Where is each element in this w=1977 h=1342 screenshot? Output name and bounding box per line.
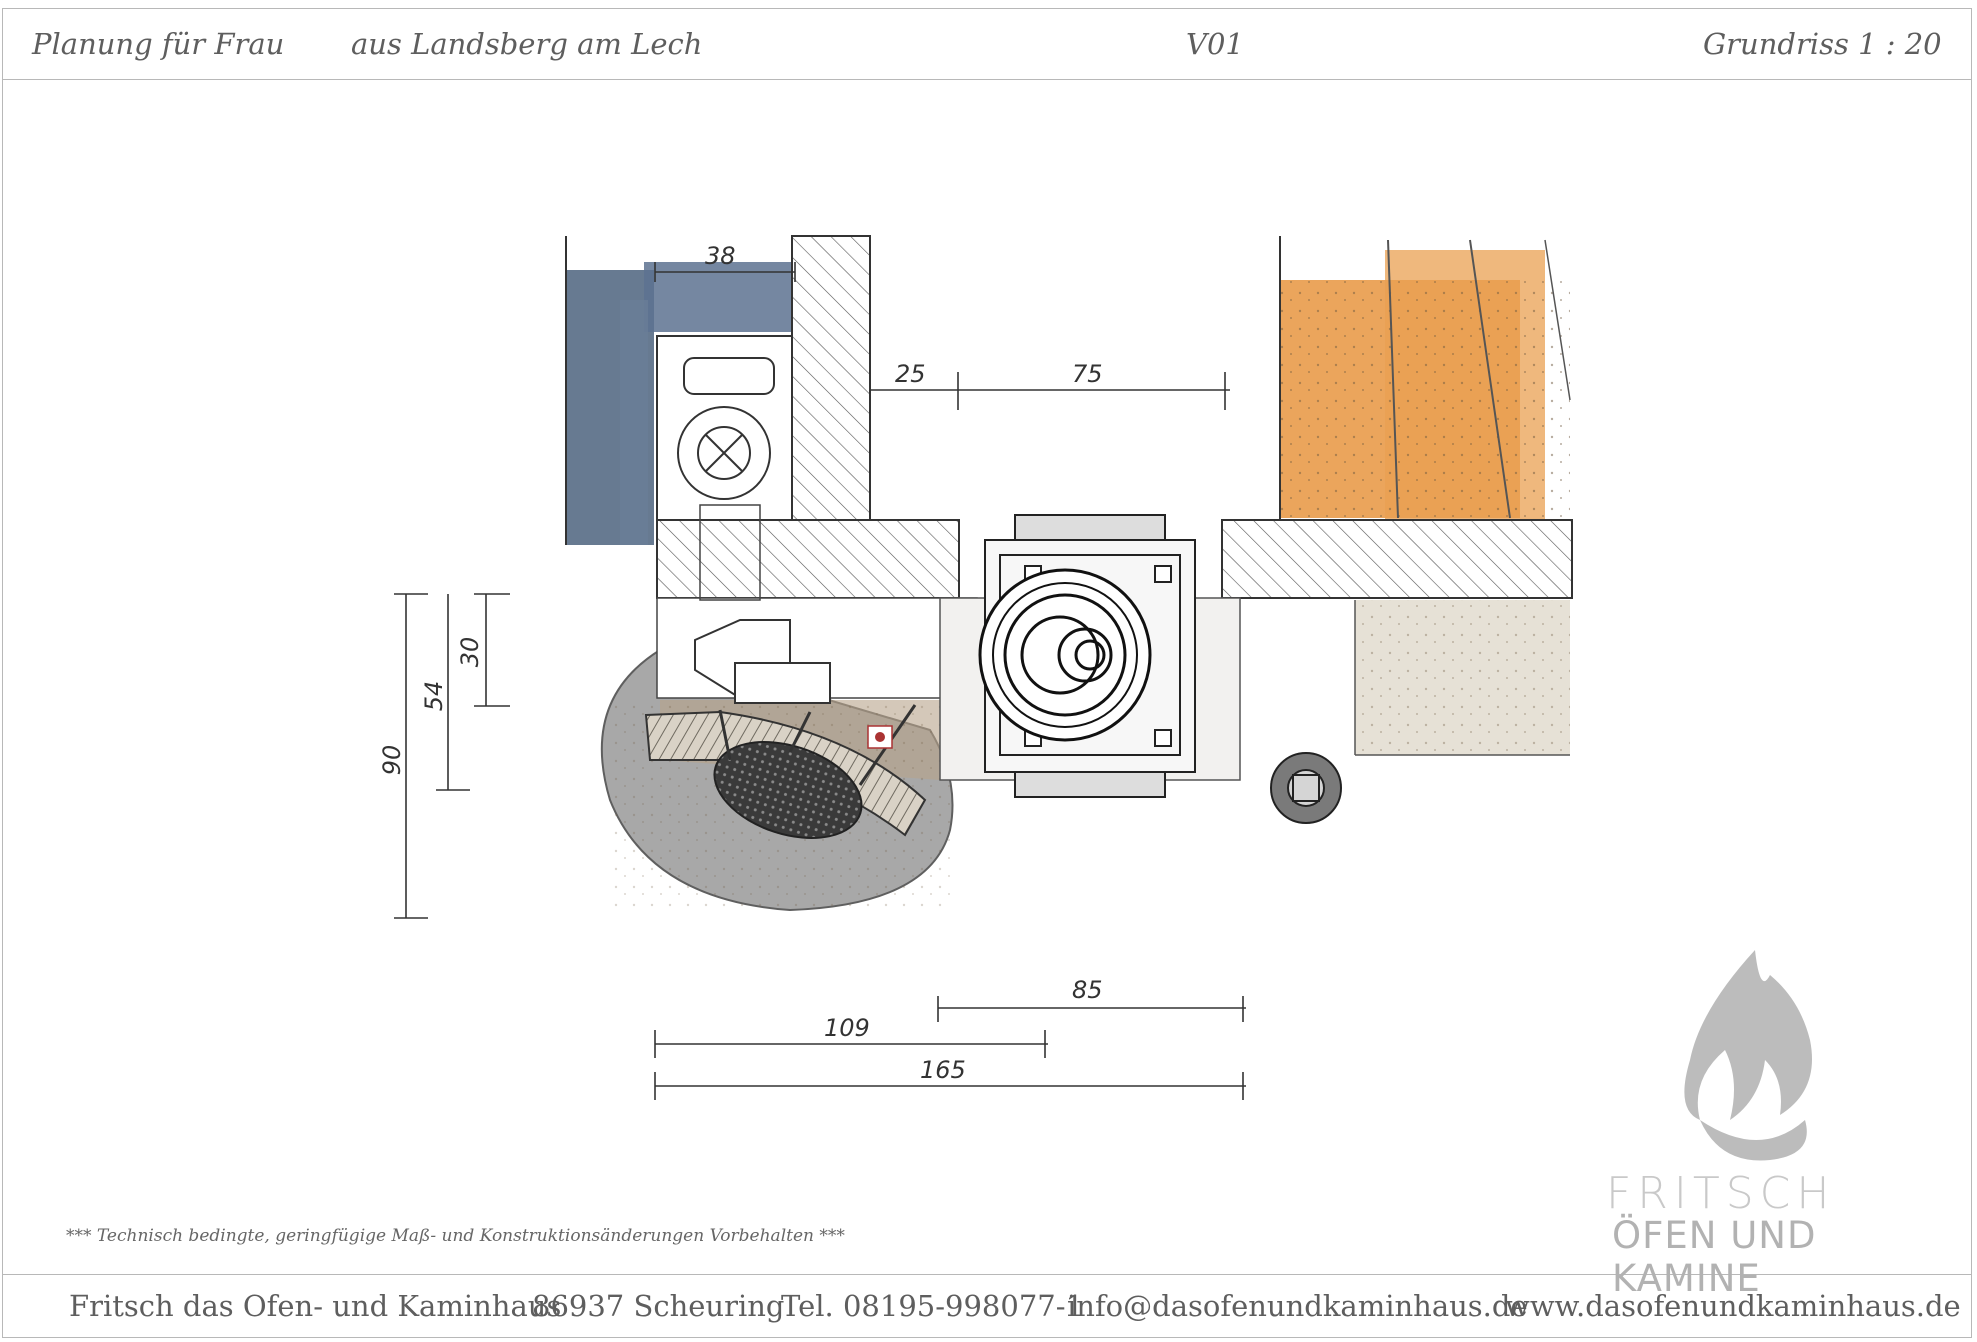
company-city: 86937 Scheuring <box>532 1289 785 1323</box>
dim-85: 85 <box>1072 976 1103 1004</box>
dimension-labels: 38 25 75 30 54 90 85 109 165 <box>378 242 1103 1084</box>
company-name: Fritsch das Ofen- und Kaminhaus <box>69 1289 562 1323</box>
washing-machine <box>656 335 793 521</box>
project-location: aus Landsberg am Lech <box>351 27 703 61</box>
dim-90: 90 <box>378 745 406 776</box>
flame-logo-icon <box>1684 950 1812 1161</box>
log-basket <box>644 704 927 839</box>
blue-floor-area <box>566 262 794 545</box>
dim-30: 30 <box>456 637 484 668</box>
dim-75: 75 <box>1072 360 1103 388</box>
walls <box>565 235 1573 599</box>
beige-floor-area <box>1354 600 1570 756</box>
dim-38: 38 <box>705 242 736 270</box>
company-website[interactable]: www.dasofenundkaminhaus.de <box>1505 1289 1961 1323</box>
fireplace-stove <box>978 514 1196 798</box>
dim-109: 109 <box>824 1014 870 1042</box>
company-email[interactable]: info@dasofenundkaminhaus.de <box>1067 1289 1528 1323</box>
dimension-lines <box>394 262 1246 1100</box>
dim-25: 25 <box>895 360 926 388</box>
orange-floor-area <box>1280 239 1571 520</box>
dim-54: 54 <box>420 681 448 712</box>
title-block-header: Planung für Frau aus Landsberg am Lech V… <box>3 9 1971 80</box>
title-block-footer: Fritsch das Ofen- und Kaminhaus 86937 Sc… <box>3 1274 1971 1337</box>
dim-165: 165 <box>920 1056 966 1084</box>
ventilator <box>1270 752 1342 824</box>
client-name: Planung für Frau <box>32 27 285 61</box>
scale-label: Grundriss 1 : 20 <box>1703 27 1942 61</box>
logo-brand-name: FRITSCH <box>1606 1168 1836 1219</box>
logo-brand-tagline: ÖFEN UND KAMINE <box>1612 1214 1817 1300</box>
marker-symbol <box>867 725 893 749</box>
disclaimer-text: *** Technisch bedingte, geringfügige Maß… <box>66 1226 845 1246</box>
company-phone: Tel. 08195-998077-1 <box>781 1289 1084 1323</box>
version-label: V01 <box>1186 27 1244 61</box>
drawing-sheet: Planung für Frau aus Landsberg am Lech V… <box>2 8 1972 1338</box>
